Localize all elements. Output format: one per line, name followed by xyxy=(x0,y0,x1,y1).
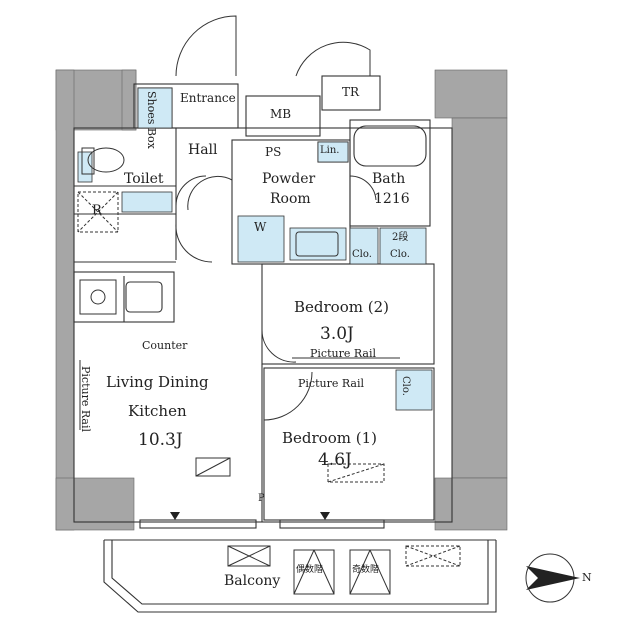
tr-label: TR xyxy=(342,85,360,99)
interior-walls xyxy=(73,75,497,613)
powder-room-label-2: Room xyxy=(270,191,311,207)
lin-label: Lin. xyxy=(320,145,340,156)
washer-label: W xyxy=(254,220,267,234)
bedroom1-label: Bedroom (1) xyxy=(282,429,377,447)
window-marker-ldk xyxy=(170,512,180,520)
bath-size-label: 1216 xyxy=(374,191,410,207)
north-label: N xyxy=(582,571,592,584)
closet-c xyxy=(395,369,433,411)
window-marker-bedroom xyxy=(320,512,330,520)
toilet-label: Toilet xyxy=(124,171,164,187)
picture-rail-ldk: Picture Rail xyxy=(79,366,92,432)
closet-b xyxy=(379,227,427,265)
powder-room-label-1: Powder xyxy=(262,171,316,187)
mb-label: MB xyxy=(270,107,292,121)
closet-a-label: Clo. xyxy=(352,249,372,260)
ldk-label-2: Kitchen xyxy=(128,402,187,420)
ldk-size: 10.3J xyxy=(138,430,183,450)
entrance-label: Entrance xyxy=(180,91,236,105)
bath-label: Bath xyxy=(372,171,406,187)
evacuation-even-label: 偶数階 xyxy=(296,565,324,575)
hall-label: Hall xyxy=(188,142,218,158)
balcony-label: Balcony xyxy=(224,573,281,589)
structural-walls xyxy=(55,69,508,531)
closet-c-label: Clo. xyxy=(400,376,411,396)
door-swings xyxy=(175,15,377,421)
p-label: P xyxy=(258,493,265,504)
ps-label: PS xyxy=(265,145,282,159)
evacuation-odd-label: 奇数階 xyxy=(352,565,380,575)
bedroom1-size: 4.6J xyxy=(318,450,352,470)
east-wall-bottom xyxy=(434,477,508,531)
west-wall xyxy=(55,69,75,531)
picture-rail-bedroom2: Picture Rail xyxy=(310,347,376,360)
closet-a xyxy=(349,227,379,265)
bedroom2-label: Bedroom (2) xyxy=(294,298,389,316)
counter-label: Counter xyxy=(142,339,188,352)
closet-b-label: Clo. xyxy=(390,249,410,260)
closet-stack-label: 2段 xyxy=(392,232,409,243)
picture-rail-bedroom1: Picture Rail xyxy=(298,377,364,390)
refrigerator-label: R xyxy=(92,203,102,218)
shoes-box-label: Shoes Box xyxy=(145,91,158,149)
compass-icon xyxy=(525,553,580,603)
east-wall-top xyxy=(434,69,508,119)
bedroom2-size: 3.0J xyxy=(320,324,354,344)
storage-areas xyxy=(77,87,433,411)
ldk-label-1: Living Dining xyxy=(106,373,209,391)
fixtures xyxy=(77,147,461,595)
